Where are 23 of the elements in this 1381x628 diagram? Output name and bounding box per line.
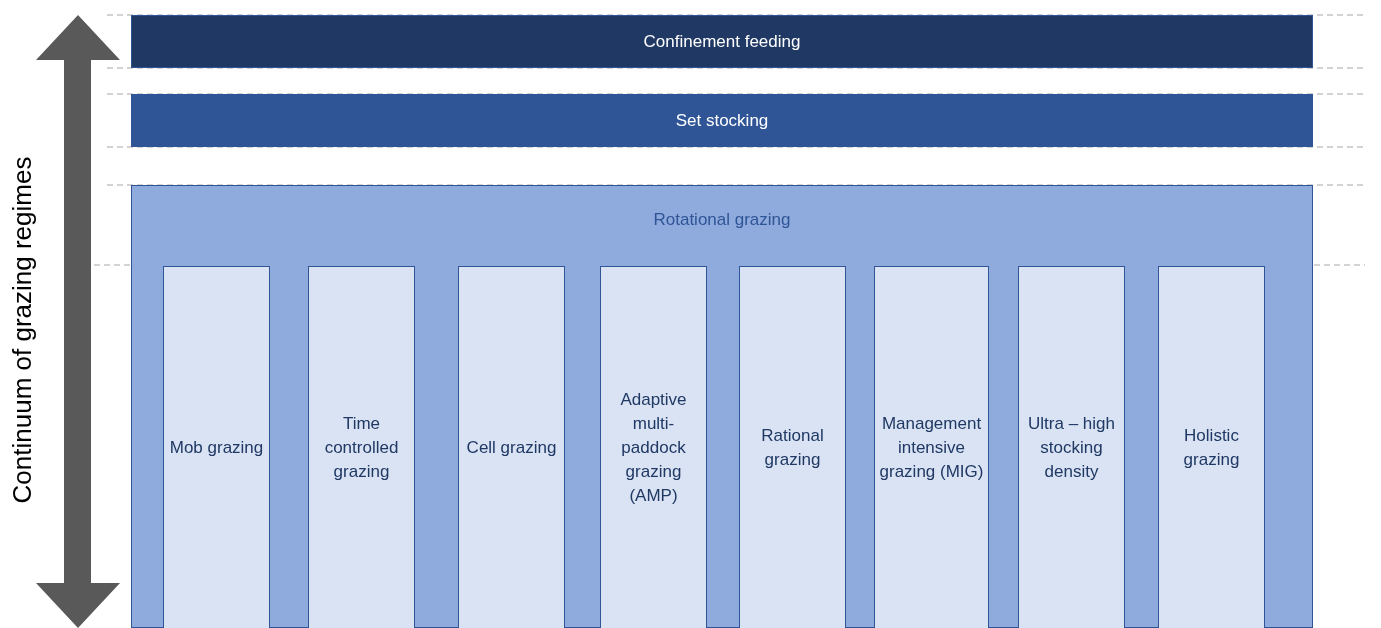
regime-box bbox=[163, 266, 270, 628]
regime-box bbox=[458, 266, 565, 628]
node-label: Confinement feeding bbox=[643, 30, 801, 53]
node-label: Rotational grazing bbox=[653, 209, 791, 231]
regime-box bbox=[600, 266, 707, 628]
node-label: Adaptive multi-paddock grazing (AMP) bbox=[619, 388, 688, 507]
regime-box bbox=[739, 266, 846, 628]
node-label: Rational grazing bbox=[760, 424, 825, 471]
node-label: Time controlled grazing bbox=[323, 412, 400, 483]
regime-box bbox=[1158, 266, 1265, 628]
node-label: Ultra – high stocking density bbox=[1027, 412, 1116, 483]
regime-box bbox=[308, 266, 415, 628]
node-label: Management intensive grazing (MIG) bbox=[878, 412, 985, 483]
node-label: Cell grazing bbox=[466, 436, 557, 459]
regime-box bbox=[1018, 266, 1125, 628]
axis-label: Continuum of grazing regimes bbox=[7, 156, 37, 504]
node-label: Mob grazing bbox=[169, 436, 264, 459]
group-panel bbox=[131, 185, 1313, 628]
node-label: Holistic grazing bbox=[1182, 424, 1241, 471]
regime-band bbox=[131, 94, 1313, 147]
node-label: Set stocking bbox=[675, 109, 769, 132]
regime-box bbox=[874, 266, 989, 628]
regime-band bbox=[131, 15, 1313, 68]
